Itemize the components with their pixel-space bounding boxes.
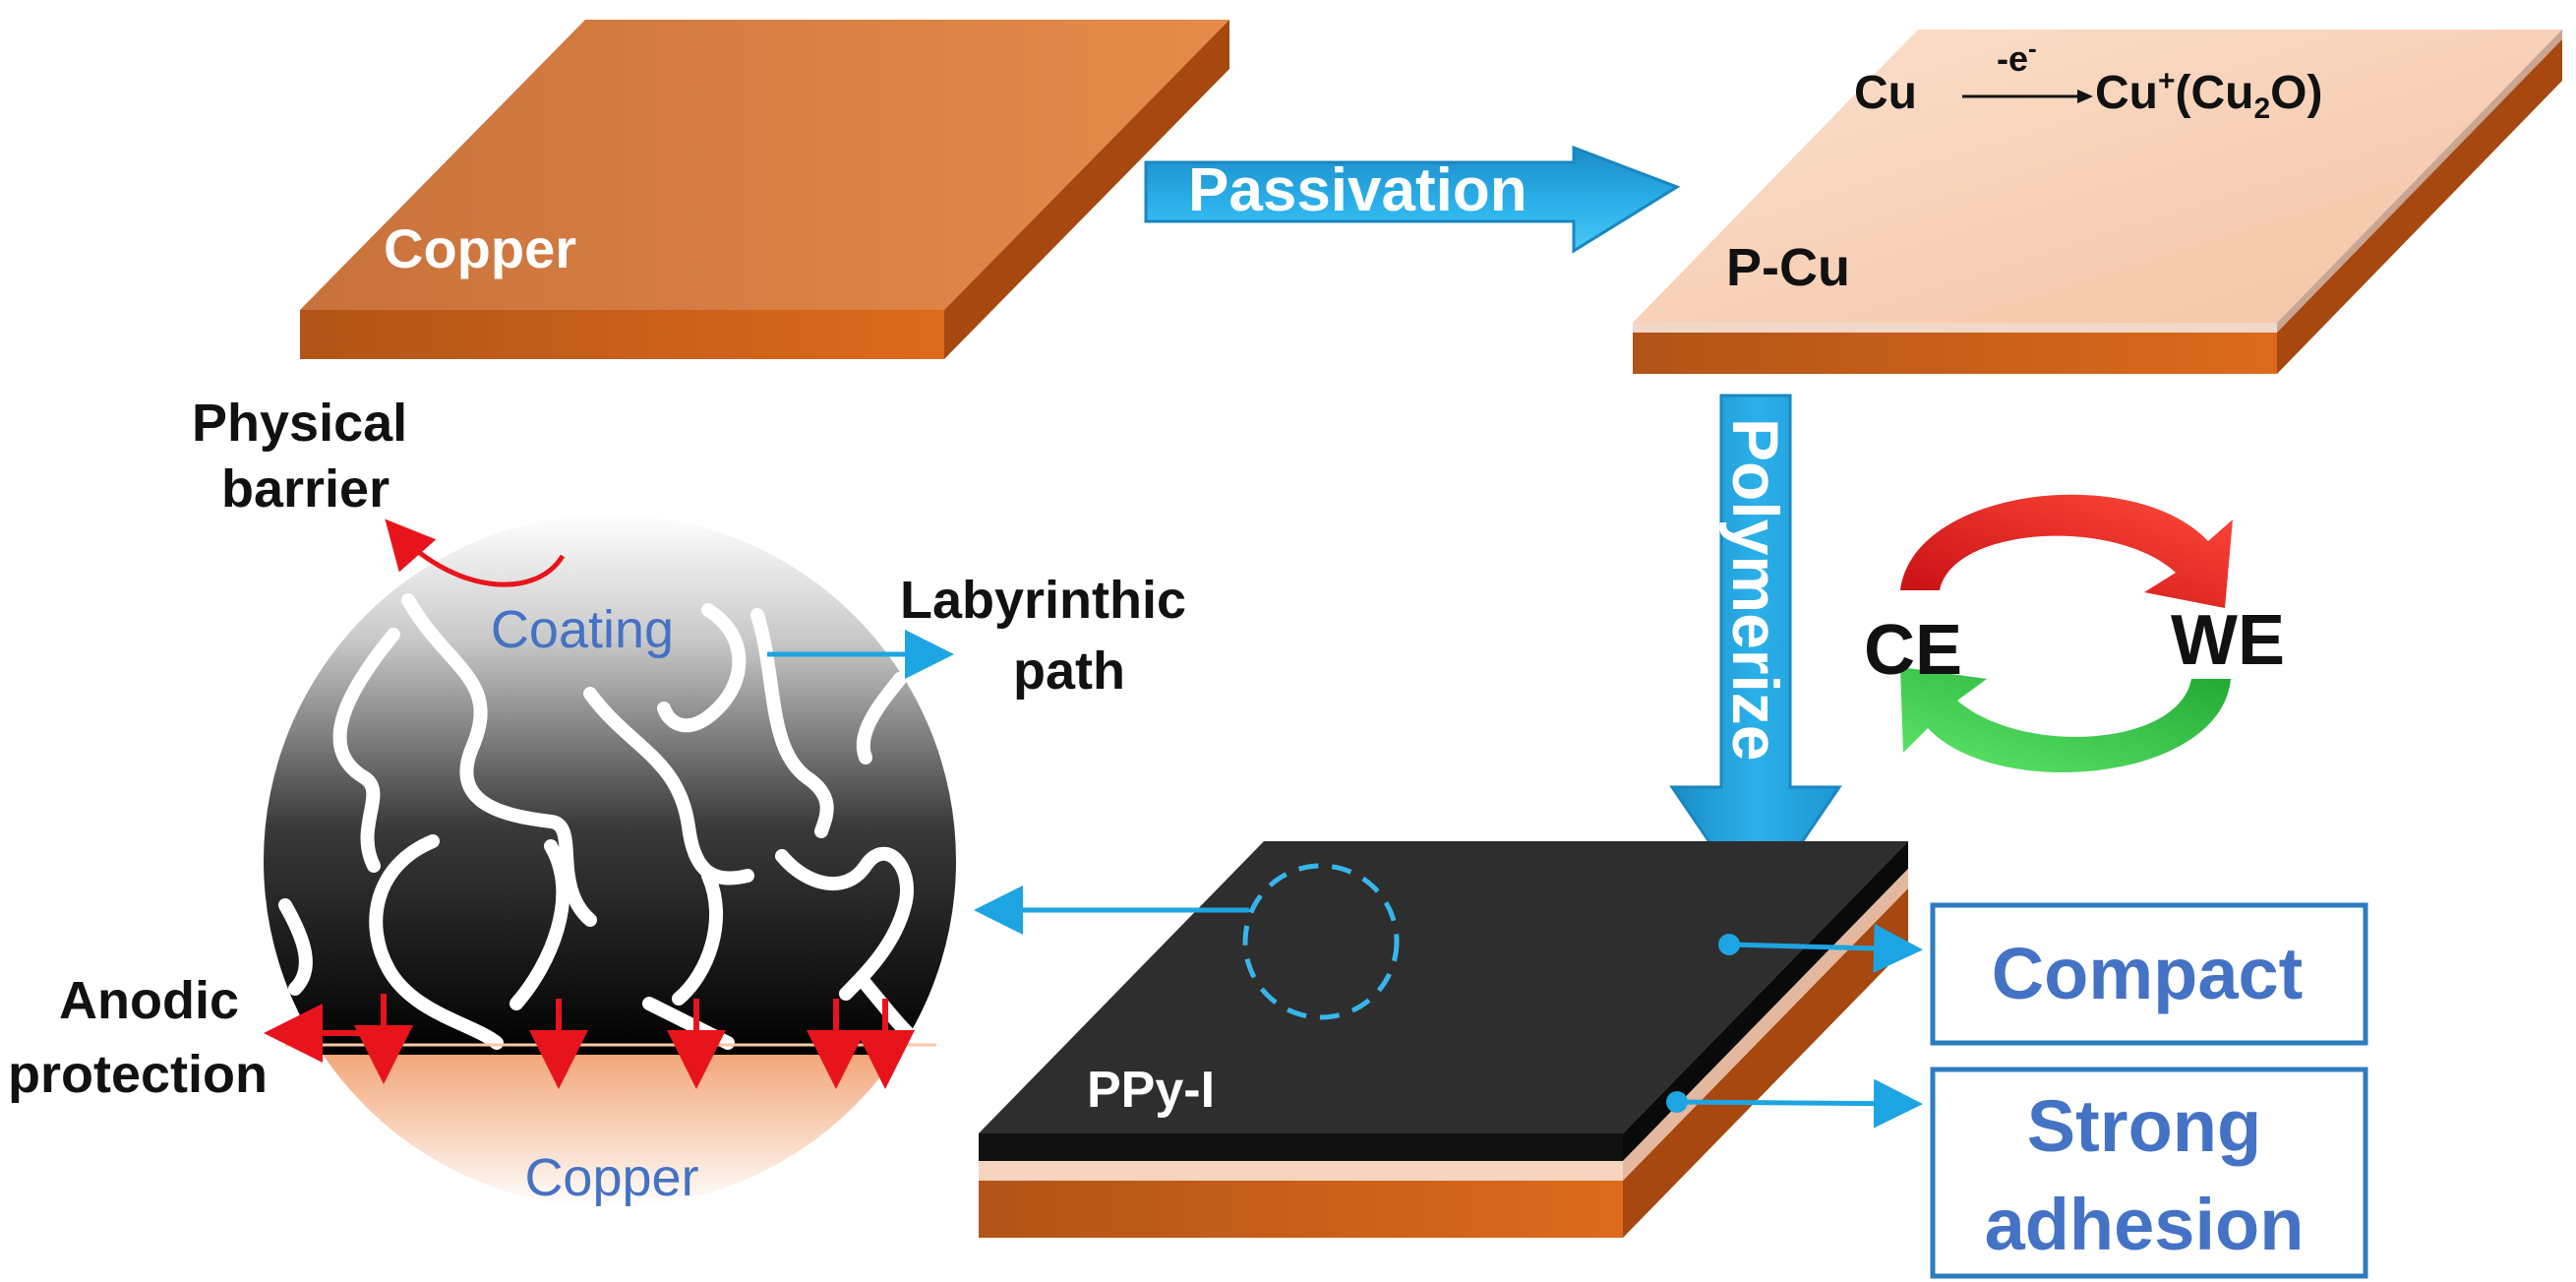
pcu-plate-top [1633, 30, 2562, 323]
pcu-plate-label: P-Cu [1726, 238, 1850, 297]
reaction-product: Cu+(Cu2O) [2095, 65, 2323, 125]
passivation-label: Passivation [1188, 156, 1528, 224]
copper-plate-top [300, 20, 1229, 310]
ppy-plate-label: PPy-I [1087, 1062, 1215, 1119]
callout-compact: Compact [1718, 902, 2368, 1046]
polymerize-arrow: Polymerize [1669, 394, 1842, 913]
copper-plate-side [944, 20, 1229, 359]
ppy-plate-copper-side [1623, 888, 1908, 1238]
copper-plate: Copper [300, 20, 1229, 359]
ce-label: CE [1864, 611, 1962, 690]
copper-plate-front [300, 310, 944, 359]
zoom-circle [264, 515, 956, 1207]
ce-we-cycle: CE WE [1864, 494, 2285, 773]
pcu-plate: P-Cu Cu -e- Cu+(Cu2O) [1633, 30, 2562, 374]
red-cycle-arrow [1900, 494, 2233, 608]
zoom-coating-label: Coating [491, 600, 674, 659]
we-label: WE [2171, 601, 2285, 680]
ppy-plate-top [979, 841, 1908, 1133]
labyrinth-annotation: Labyrinthic path [767, 571, 1186, 701]
labyrinth-line1: Labyrinthic [900, 571, 1186, 630]
pcu-plate-front [1633, 333, 2277, 374]
labyrinth-line2: path [1013, 641, 1125, 701]
copper-plate-label: Copper [384, 217, 576, 279]
reaction-electron: -e- [1997, 33, 2037, 79]
ppy-plate-black-front [979, 1133, 1623, 1161]
callout-strong-adhesion: Strong adhesion [1666, 1067, 2368, 1279]
reaction-reactant: Cu [1854, 67, 1917, 119]
ppy-plate: PPy-I [979, 841, 1908, 1238]
strong-adhesion-box [1930, 1067, 2368, 1279]
zoom-region-marker [1242, 863, 1400, 1020]
anodic-arrows [264, 994, 915, 1089]
physical-barrier-line2: barrier [221, 459, 389, 519]
pcu-plate-film-front [1633, 323, 2277, 333]
strong-label: Strong [2027, 1085, 2261, 1167]
pcu-reaction: Cu -e- Cu+(Cu2O) [1854, 33, 2323, 125]
anodic-annotation: Anodic protection [8, 971, 268, 1104]
zoom-copper-label: Copper [524, 1148, 698, 1207]
compact-label: Compact [1992, 933, 2304, 1014]
polymerize-label: Polymerize [1719, 418, 1792, 762]
adhesion-label: adhesion [1985, 1184, 2305, 1265]
pcu-plate-side [2277, 39, 2562, 374]
compact-box [1930, 902, 2368, 1046]
physical-barrier-annotation: Physical barrier [192, 394, 566, 587]
physical-barrier-line1: Physical [192, 394, 407, 453]
ppy-plate-black-side [1623, 841, 1908, 1161]
barrier-reflect-arrow [385, 519, 566, 587]
passivation-arrow: Passivation [1144, 145, 1681, 254]
green-cycle-arrow [1900, 667, 2231, 773]
zoom-view: Coating Copper [264, 515, 956, 1207]
anodic-line2: protection [8, 1045, 268, 1104]
pcu-plate-film-side [2277, 30, 2562, 333]
ppy-plate-film-front [979, 1161, 1623, 1181]
anodic-line1: Anodic [59, 971, 239, 1030]
ppy-plate-copper-front [979, 1181, 1623, 1238]
